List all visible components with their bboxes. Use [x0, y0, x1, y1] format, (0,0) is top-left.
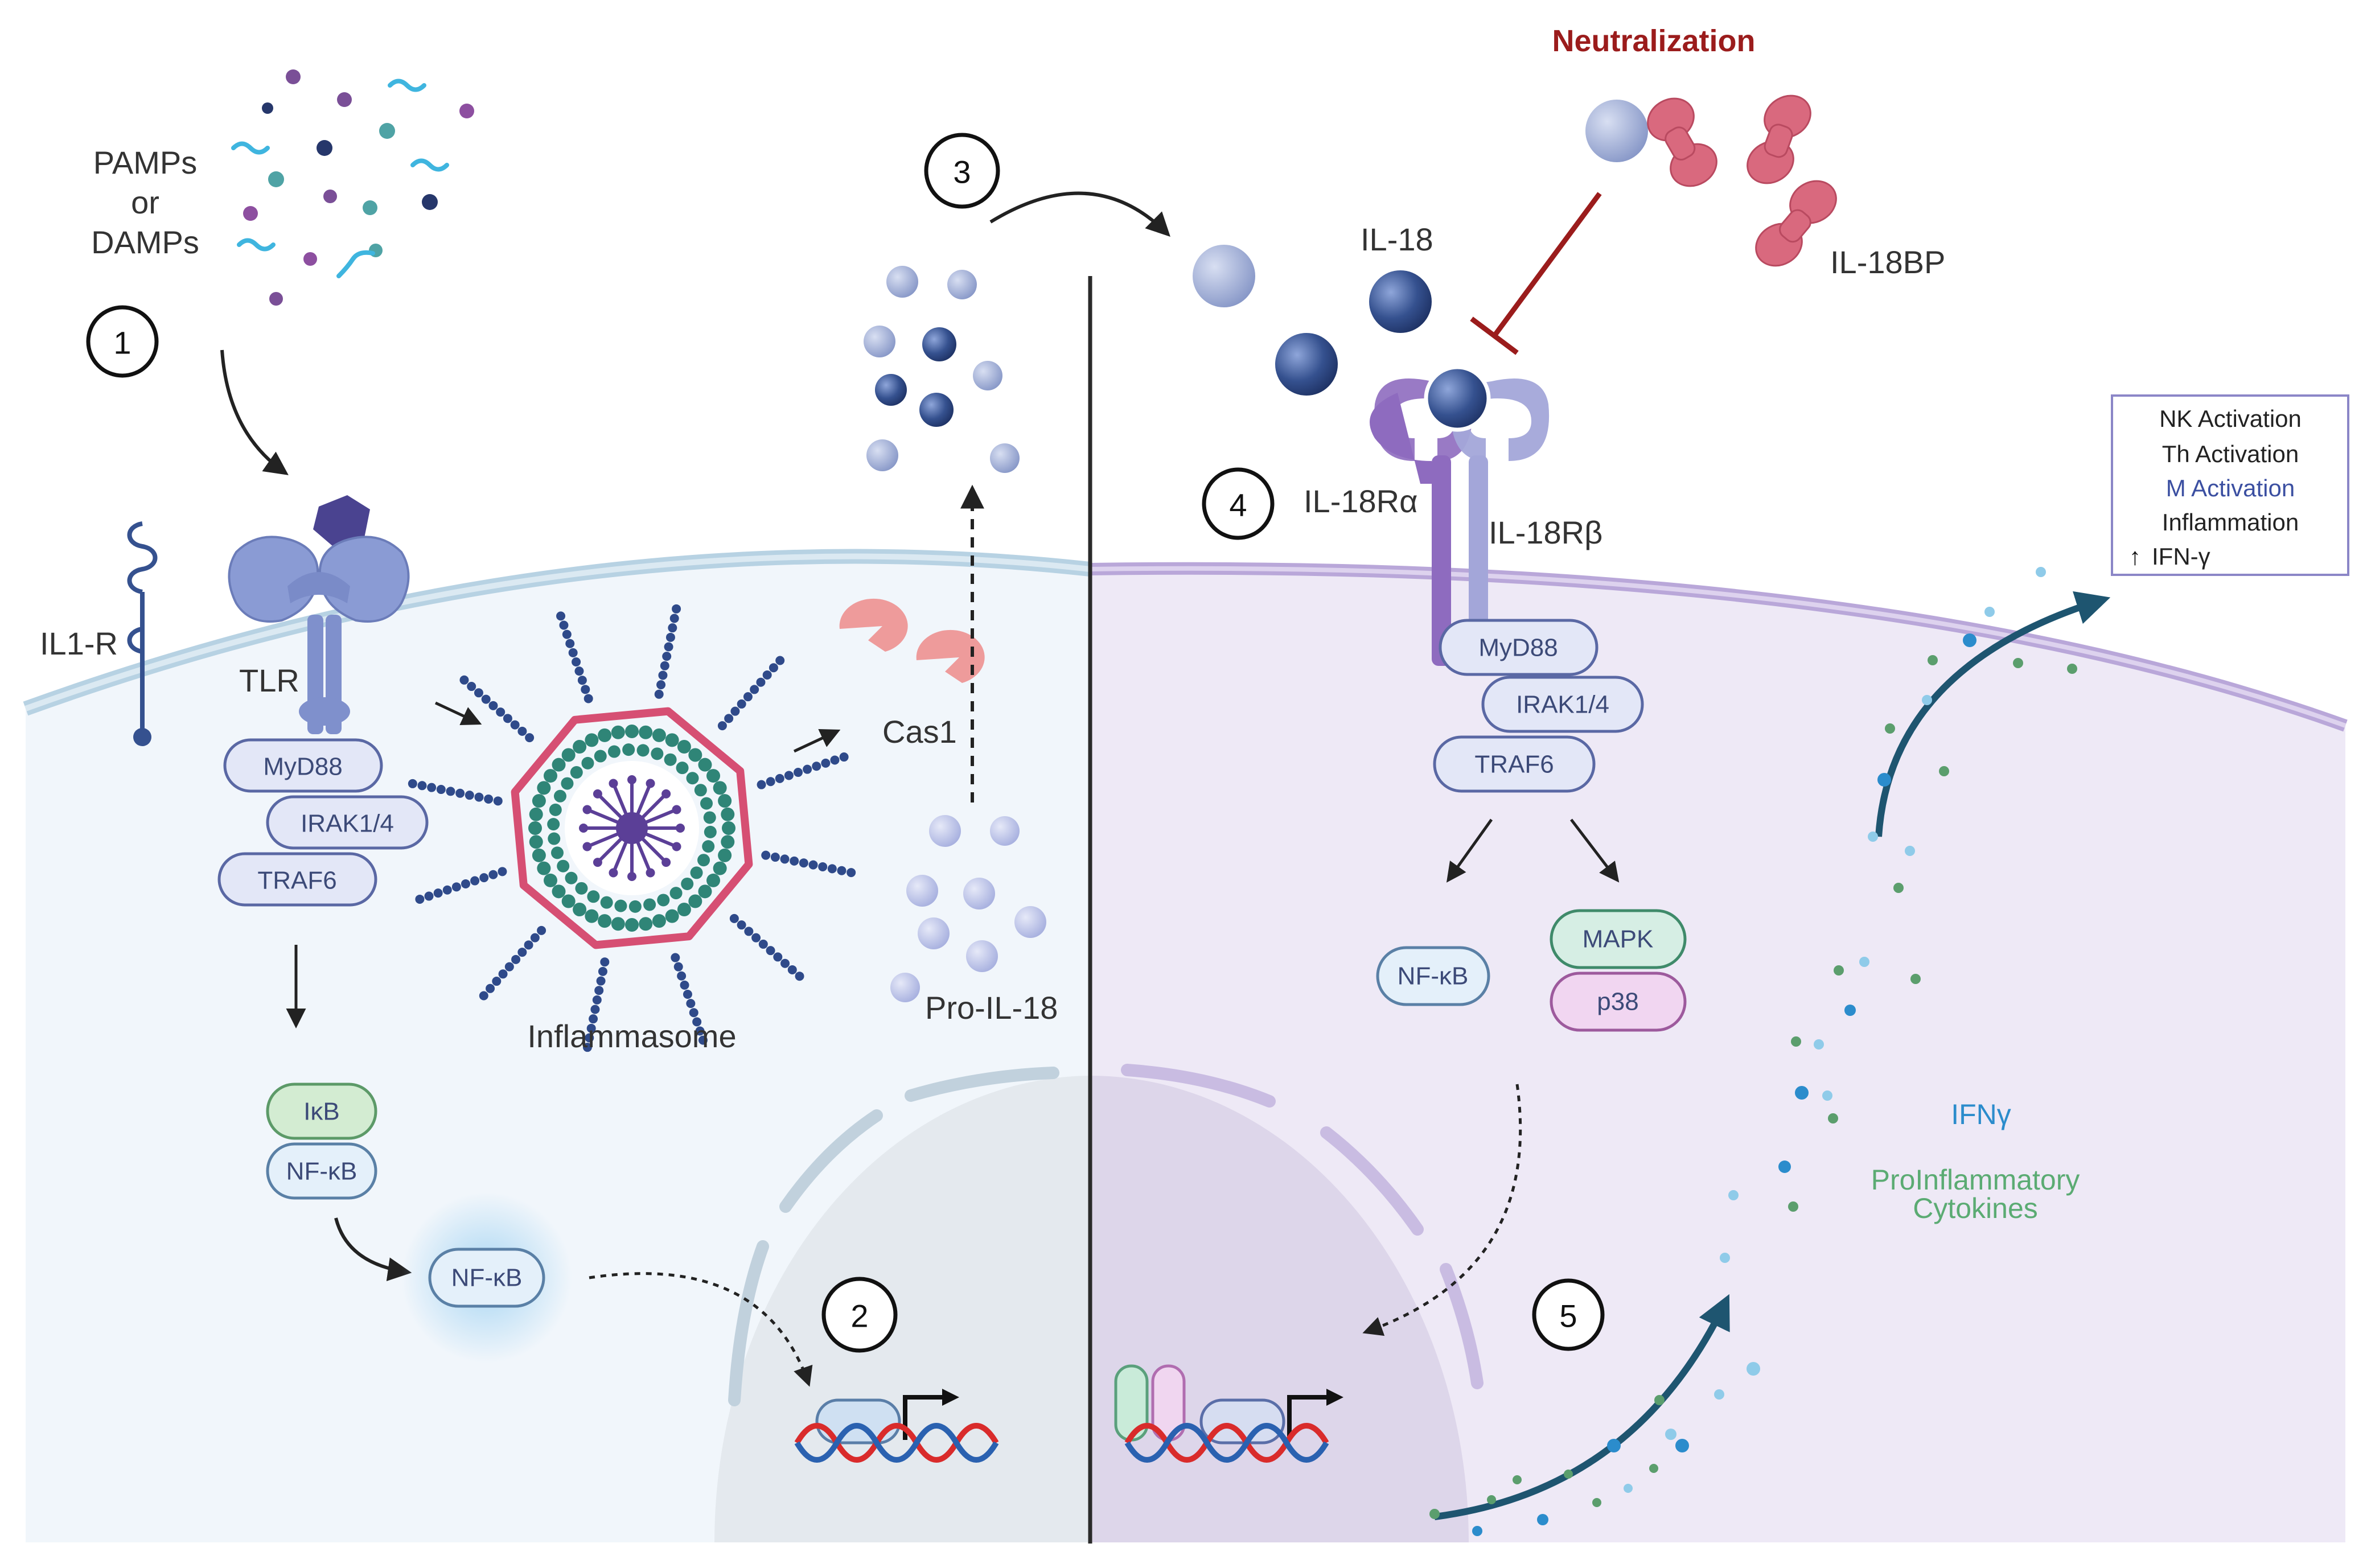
left-nfkb-complex-pill: NF-κB — [266, 1142, 377, 1200]
p38-text: p38 — [1597, 988, 1638, 1016]
arrow-pamps-to-tlr — [220, 349, 289, 475]
arrow-tlr-to-inflammasome — [434, 701, 482, 726]
right-dna-transcription — [1114, 1364, 1343, 1463]
caspase1-enzymes — [839, 598, 985, 683]
arrow-to-mapk — [1570, 818, 1620, 883]
left-myd88-pill: MyD88 — [223, 738, 383, 793]
left-traf6-text: TRAF6 — [257, 867, 336, 895]
tlr-label: TLR — [239, 662, 299, 698]
secreted-il18-particles — [864, 266, 1020, 473]
left-traf6-pill: TRAF6 — [217, 852, 377, 907]
mapk-pill: MAPK — [1550, 909, 1687, 969]
inhibition-line — [1492, 192, 1602, 338]
arrow-to-right-nfkb — [1446, 818, 1493, 883]
effect-inflammation: Inflammation — [2162, 509, 2299, 536]
il1r-label: IL1-R — [40, 625, 118, 661]
step-3-number: 3 — [953, 154, 971, 190]
free-il18-particles — [1193, 245, 1432, 396]
step-2-number: 2 — [850, 1298, 868, 1334]
ikb-text: IκB — [303, 1098, 340, 1126]
right-irak-pill: IRAK1/4 — [1481, 676, 1644, 733]
left-membrane-edge — [24, 553, 1091, 711]
right-myd88-pill: MyD88 — [1439, 619, 1599, 676]
left-nuclear-envelope — [728, 1067, 1059, 1406]
p38-pill: p38 — [1550, 972, 1687, 1032]
inflammasome-structure — [408, 604, 856, 1052]
right-nfkb-pill: NF-κB — [1376, 946, 1490, 1006]
left-irak-text: IRAK1/4 — [301, 810, 394, 838]
cytokine-dots — [1429, 567, 2077, 1536]
arrow-signal-to-nucleus — [1362, 1084, 1522, 1336]
step-1-marker: 1 — [86, 305, 159, 378]
pamps-label-line2: or — [131, 184, 159, 220]
arrow-inflammasome-to-cas1 — [793, 729, 841, 753]
step-5-number: 5 — [1559, 1298, 1577, 1334]
arrow-nfkb-release — [334, 1217, 412, 1282]
il18bp-label: IL-18BP — [1830, 244, 1945, 280]
left-irak-pill: IRAK1/4 — [266, 795, 429, 850]
step-2-marker: 2 — [821, 1277, 898, 1353]
free-nfkb-pill: NF-κB — [428, 1248, 545, 1308]
arrow-il18-release — [989, 191, 1170, 237]
right-nfkb-text: NF-κB — [1398, 962, 1469, 990]
pamps-label-line3: DAMPs — [91, 224, 199, 260]
il18-label: IL-18 — [1361, 221, 1433, 257]
ifng-label: IFNγ — [1951, 1098, 2011, 1130]
proinflammatory-label-line1: ProInflammatory — [1871, 1164, 2080, 1196]
step-4-marker: 4 — [1202, 467, 1275, 540]
step-1-number: 1 — [113, 325, 131, 361]
ikb-pill: IκB — [266, 1083, 377, 1140]
effect-ifng: IFN-γ — [2152, 543, 2210, 570]
cas1-label: Cas1 — [882, 714, 957, 750]
tlr-receptor — [228, 495, 410, 734]
arrow-nfkb-to-dna — [589, 1272, 813, 1387]
right-nuclear-envelope — [1121, 1064, 1484, 1389]
effect-ifng-up-arrow: ↑ — [2129, 543, 2141, 570]
left-myd88-text: MyD88 — [263, 753, 342, 781]
effect-th-activation: Th Activation — [2162, 441, 2299, 467]
il18bp-complex — [1585, 94, 1837, 267]
pamp-particles — [231, 69, 474, 306]
inhibition-bar — [1470, 316, 1519, 355]
left-dna-transcription — [794, 1389, 999, 1463]
effect-m-activation: M Activation — [2166, 475, 2295, 501]
pamps-label-line1: PAMPs — [93, 145, 198, 180]
effects-box: NK Activation Th Activation M Activation… — [2111, 394, 2349, 576]
right-traf6-text: TRAF6 — [1474, 751, 1554, 779]
right-irak-text: IRAK1/4 — [1516, 691, 1609, 719]
neutralization-label: Neutralization — [1552, 24, 1755, 58]
left-nfkb-complex-text: NF-κB — [286, 1158, 358, 1186]
il18ra-label: IL-18Rα — [1304, 483, 1417, 519]
effect-nk-activation: NK Activation — [2159, 405, 2302, 432]
right-membrane-edge — [1090, 566, 2347, 728]
inflammasome-label: Inflammasome — [527, 1018, 736, 1054]
free-nfkb-text: NF-κB — [451, 1264, 523, 1292]
pro-il18-particles — [890, 815, 1046, 1002]
pro-il18-label: Pro-IL-18 — [925, 990, 1058, 1026]
right-myd88-text: MyD88 — [1478, 634, 1558, 662]
il18-receptor — [1370, 365, 1550, 666]
cytokine-release-arrow-lower — [1434, 1294, 1730, 1520]
step-3-marker: 3 — [924, 133, 1000, 209]
il18rb-label: IL-18Rβ — [1489, 515, 1602, 550]
mapk-text: MAPK — [1583, 925, 1654, 953]
step-4-number: 4 — [1229, 487, 1247, 523]
cytokine-release-arrow-upper — [1875, 591, 2111, 837]
il1r-receptor — [127, 521, 158, 746]
step-5-marker: 5 — [1532, 1278, 1605, 1351]
right-traf6-pill: TRAF6 — [1433, 735, 1596, 793]
proinflammatory-label-line2: Cytokines — [1913, 1192, 2038, 1224]
